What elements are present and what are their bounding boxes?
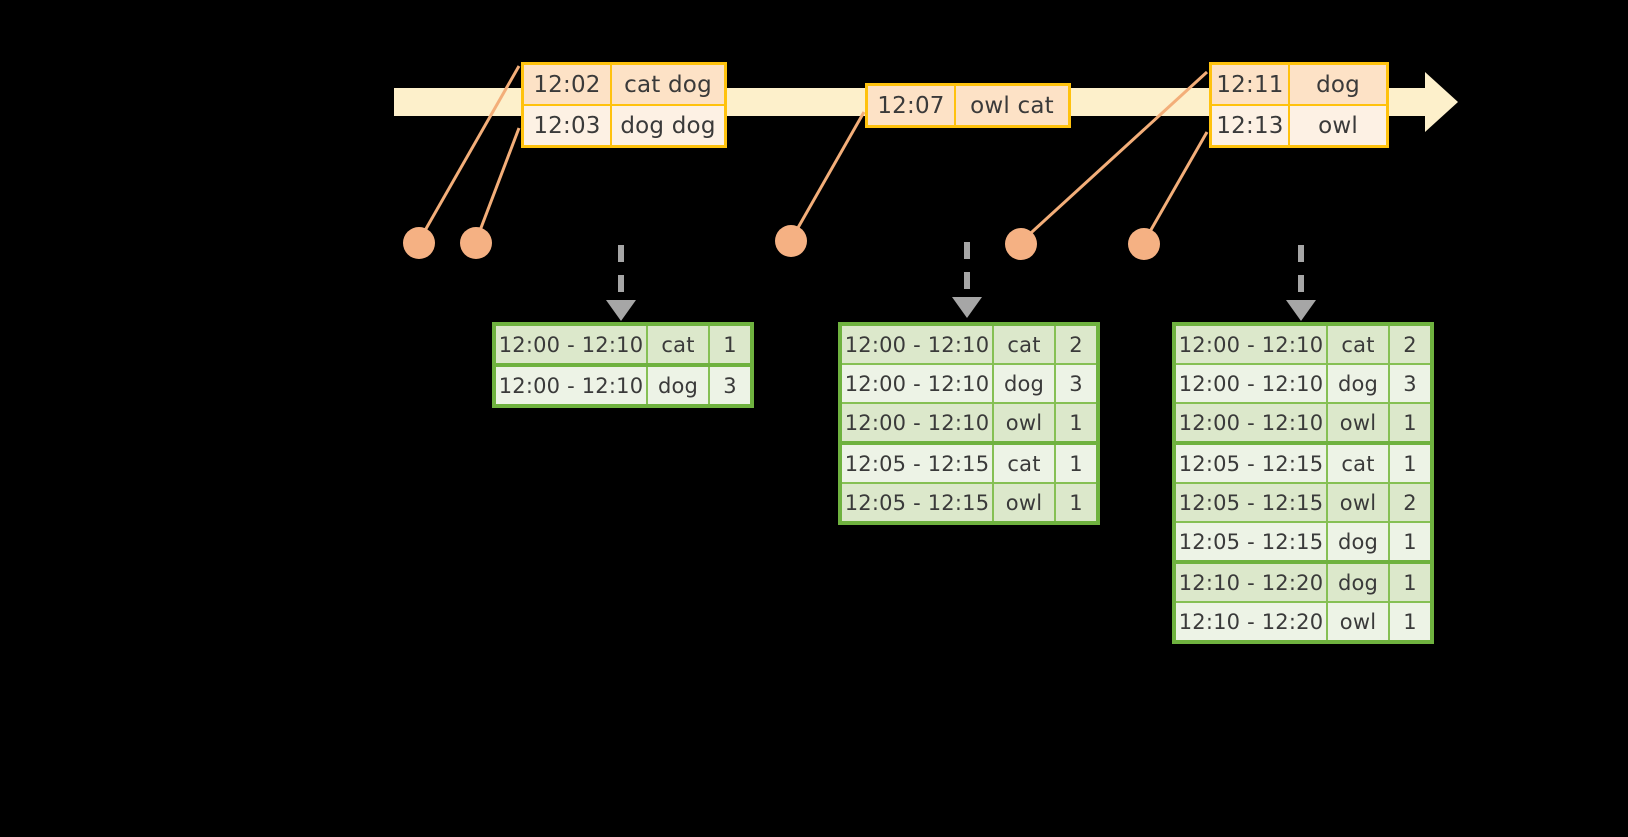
event-words: owl cat <box>970 92 1054 119</box>
cell-count: 1 <box>1403 410 1417 435</box>
event-row[interactable]: 12:02 cat dog <box>524 65 724 104</box>
cell-key: owl <box>1328 404 1390 441</box>
event-group-3[interactable]: 12:11 dog 12:13 owl <box>1209 62 1389 148</box>
cell-count: 3 <box>1403 371 1417 396</box>
cell-window: 12:00 - 12:10 <box>1176 365 1328 402</box>
cell-window: 12:00 - 12:10 <box>842 365 994 402</box>
event-dot-3 <box>775 225 807 257</box>
cell-window: 12:00 - 12:10 <box>496 326 648 363</box>
event-row[interactable]: 12:07 owl cat <box>868 86 1068 125</box>
table-row[interactable]: 12:00 - 12:10 cat 2 <box>1176 326 1430 365</box>
cell-key: dog <box>648 367 710 404</box>
dashed-arrows <box>618 242 1304 302</box>
event-row[interactable]: 12:03 dog dog <box>524 104 724 145</box>
cell-key: cat <box>994 326 1056 363</box>
cell-key: cat <box>1328 326 1390 363</box>
result-table-2[interactable]: 12:00 - 12:10 cat 2 12:00 - 12:10 dog 3 … <box>838 322 1100 525</box>
table-row[interactable]: 12:00 - 12:10 owl 1 <box>1176 404 1430 445</box>
cell-count: 1 <box>1403 529 1417 554</box>
cell-key: owl <box>1328 603 1390 640</box>
cell-key: cat <box>994 445 1056 482</box>
dashed-arrow-heads <box>606 297 1316 321</box>
cell-count: 1 <box>1403 570 1417 595</box>
cell-key: dog <box>1328 523 1390 560</box>
cell-key: owl <box>994 484 1056 521</box>
event-row[interactable]: 12:13 owl <box>1212 104 1386 145</box>
event-time: 12:07 <box>868 86 956 125</box>
cell-window: 12:00 - 12:10 <box>1176 326 1328 363</box>
event-row[interactable]: 12:11 dog <box>1212 65 1386 104</box>
cell-window: 12:10 - 12:20 <box>1176 564 1328 601</box>
cell-window: 12:05 - 12:15 <box>1176 484 1328 521</box>
event-words: cat dog <box>624 71 712 98</box>
cell-window: 12:00 - 12:10 <box>842 326 994 363</box>
cell-window: 12:00 - 12:10 <box>1176 404 1328 441</box>
cell-count: 1 <box>723 332 737 357</box>
table-row[interactable]: 12:00 - 12:10 cat 2 <box>842 326 1096 365</box>
event-dot-4 <box>1005 228 1037 260</box>
table-row[interactable]: 12:00 - 12:10 dog 3 <box>496 367 750 404</box>
result-table-1[interactable]: 12:00 - 12:10 cat 1 12:00 - 12:10 dog 3 <box>492 322 754 408</box>
table-row[interactable]: 12:05 - 12:15 cat 1 <box>1176 445 1430 484</box>
cell-window: 12:05 - 12:15 <box>842 445 994 482</box>
cell-key: dog <box>1328 564 1390 601</box>
cell-window: 12:00 - 12:10 <box>496 367 648 404</box>
cell-count: 1 <box>1069 451 1083 476</box>
event-marker-dots <box>403 225 1160 260</box>
cell-count: 3 <box>723 373 737 398</box>
cell-count: 1 <box>1403 451 1417 476</box>
event-group-2[interactable]: 12:07 owl cat <box>865 83 1071 128</box>
event-dot-1 <box>403 227 435 259</box>
cell-window: 12:10 - 12:20 <box>1176 603 1328 640</box>
cell-count: 1 <box>1403 609 1417 634</box>
event-dot-5 <box>1128 228 1160 260</box>
event-time: 12:13 <box>1212 106 1290 145</box>
table-row[interactable]: 12:05 - 12:15 dog 1 <box>1176 523 1430 564</box>
cell-count: 2 <box>1069 332 1083 357</box>
event-time: 12:03 <box>524 106 612 145</box>
event-words: dog <box>1316 71 1360 98</box>
cell-key: cat <box>1328 445 1390 482</box>
cell-key: cat <box>648 326 710 363</box>
cell-key: dog <box>994 365 1056 402</box>
cell-window: 12:05 - 12:15 <box>842 484 994 521</box>
cell-count: 1 <box>1069 490 1083 515</box>
table-row[interactable]: 12:05 - 12:15 cat 1 <box>842 445 1096 484</box>
result-table-3[interactable]: 12:00 - 12:10 cat 2 12:00 - 12:10 dog 3 … <box>1172 322 1434 644</box>
table-row[interactable]: 12:00 - 12:10 dog 3 <box>842 365 1096 404</box>
cell-count: 2 <box>1403 332 1417 357</box>
cell-key: owl <box>1328 484 1390 521</box>
table-row[interactable]: 12:00 - 12:10 dog 3 <box>1176 365 1430 404</box>
table-row[interactable]: 12:05 - 12:15 owl 1 <box>842 484 1096 521</box>
cell-window: 12:00 - 12:10 <box>842 404 994 441</box>
cell-count: 2 <box>1403 490 1417 515</box>
event-dot-2 <box>460 227 492 259</box>
table-row[interactable]: 12:10 - 12:20 dog 1 <box>1176 564 1430 603</box>
event-words: owl <box>1318 112 1358 139</box>
cell-window: 12:05 - 12:15 <box>1176 523 1328 560</box>
cell-key: owl <box>994 404 1056 441</box>
table-row[interactable]: 12:05 - 12:15 owl 2 <box>1176 484 1430 523</box>
table-row[interactable]: 12:10 - 12:20 owl 1 <box>1176 603 1430 640</box>
table-row[interactable]: 12:00 - 12:10 cat 1 <box>496 326 750 367</box>
cell-window: 12:05 - 12:15 <box>1176 445 1328 482</box>
event-time: 12:02 <box>524 65 612 104</box>
cell-count: 3 <box>1069 371 1083 396</box>
cell-key: dog <box>1328 365 1390 402</box>
cell-count: 1 <box>1069 410 1083 435</box>
event-time: 12:11 <box>1212 65 1290 104</box>
table-row[interactable]: 12:00 - 12:10 owl 1 <box>842 404 1096 445</box>
event-words: dog dog <box>620 112 716 139</box>
event-group-1[interactable]: 12:02 cat dog 12:03 dog dog <box>521 62 727 148</box>
